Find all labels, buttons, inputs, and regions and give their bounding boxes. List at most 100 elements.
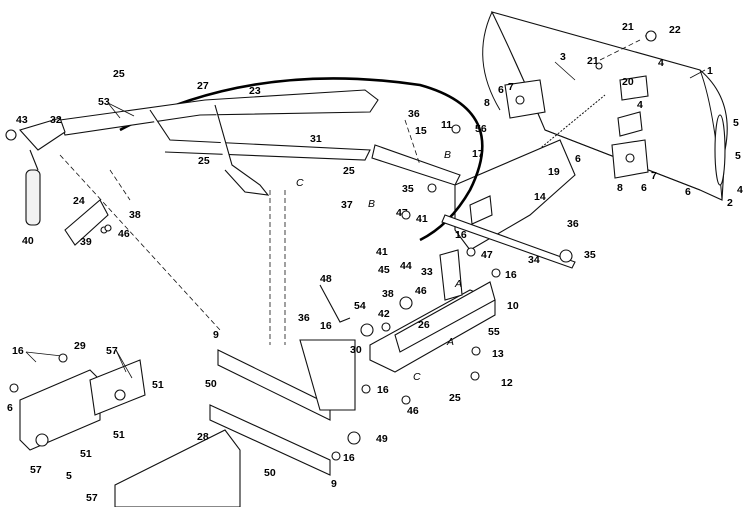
callout-46: 46: [407, 405, 419, 417]
callout-22: 22: [669, 24, 681, 36]
frame-bars: [114, 339, 356, 507]
callout-8: 8: [484, 97, 490, 109]
callout-17: 17: [472, 148, 484, 160]
reference-letter-b: B: [444, 149, 451, 161]
callout-7: 7: [651, 170, 657, 182]
callout-21: 21: [622, 21, 634, 33]
callout-28: 28: [197, 431, 209, 443]
callout-29: 29: [74, 340, 86, 352]
callout-45: 45: [378, 264, 390, 276]
callout-47: 47: [481, 249, 493, 261]
callout-6: 6: [7, 402, 13, 414]
callout-3: 3: [560, 51, 566, 63]
callout-13: 13: [492, 348, 504, 360]
callout-16: 16: [320, 320, 332, 332]
callout-38: 38: [382, 288, 394, 300]
callout-8: 8: [617, 182, 623, 194]
callout-25: 25: [113, 68, 125, 80]
callout-38: 38: [129, 209, 141, 221]
callout-31: 31: [310, 133, 322, 145]
callout-14: 14: [534, 191, 546, 203]
callout-4: 4: [737, 184, 743, 196]
reference-letter-c: C: [296, 177, 304, 189]
callout-21: 21: [587, 55, 599, 67]
callout-5: 5: [66, 470, 72, 482]
callout-5: 5: [733, 117, 739, 129]
callout-39: 39: [80, 236, 92, 248]
callout-35: 35: [402, 183, 414, 195]
push-frame: [369, 249, 496, 373]
callout-25: 25: [449, 392, 461, 404]
callout-51: 51: [80, 448, 92, 460]
callout-1: 1: [707, 65, 713, 77]
pivot-bracket: [454, 139, 576, 251]
assembly-leader-lines: [59, 39, 641, 345]
callout-51: 51: [113, 429, 125, 441]
callout-36: 36: [408, 108, 420, 120]
callout-6: 6: [641, 182, 647, 194]
callout-16: 16: [377, 384, 389, 396]
callout-5: 5: [735, 150, 741, 162]
reference-letter-a: A: [454, 278, 462, 290]
callout-16: 16: [343, 452, 355, 464]
callout-57: 57: [30, 464, 42, 476]
callout-9: 9: [213, 329, 219, 341]
callout-50: 50: [205, 378, 217, 390]
callout-26: 26: [418, 319, 430, 331]
callout-41: 41: [376, 246, 388, 258]
callout-41: 41: [416, 213, 428, 225]
callout-35: 35: [584, 249, 596, 261]
callout-9: 9: [331, 478, 337, 490]
callout-56: 56: [475, 123, 487, 135]
callout-15: 15: [415, 125, 427, 137]
callout-33: 33: [421, 266, 433, 278]
callout-27: 27: [197, 80, 209, 92]
callout-11: 11: [441, 119, 452, 131]
callout-10: 10: [507, 300, 519, 312]
reference-letter-b: B: [368, 198, 375, 210]
blade-shoe-brackets: [504, 75, 649, 179]
callout-49: 49: [376, 433, 388, 445]
reference-letter-a: A: [446, 336, 454, 348]
callout-4: 4: [637, 99, 643, 111]
callout-44: 44: [400, 260, 412, 272]
callout-6: 6: [575, 153, 581, 165]
callout-43: 43: [16, 114, 28, 126]
callout-6: 6: [685, 186, 691, 198]
callout-16: 16: [12, 345, 24, 357]
callout-30: 30: [350, 344, 362, 356]
callout-57: 57: [106, 345, 118, 357]
callout-25: 25: [198, 155, 210, 167]
callout-42: 42: [378, 308, 390, 320]
callout-48: 48: [320, 273, 332, 285]
lift-rods: [19, 77, 576, 323]
callout-46: 46: [415, 285, 427, 297]
callout-57: 57: [86, 492, 98, 504]
callout-32: 32: [50, 114, 62, 126]
callout-55: 55: [488, 326, 500, 338]
hitch-plates: [19, 359, 146, 451]
callout-12: 12: [501, 377, 513, 389]
callout-36: 36: [298, 312, 310, 324]
callout-34: 34: [528, 254, 540, 266]
reference-letter-c: C: [413, 371, 421, 383]
callout-23: 23: [249, 85, 261, 97]
callout-53: 53: [98, 96, 110, 108]
callout-16: 16: [505, 269, 517, 281]
callout-labels: 1 2 3 4 4 4 5 5 5 6 6 6 6 6 7 7 8 8 9 9 …: [7, 21, 743, 504]
callout-20: 20: [622, 76, 634, 88]
callout-37: 37: [341, 199, 353, 211]
callout-16: 16: [455, 229, 467, 241]
callout-19: 19: [548, 166, 560, 178]
callout-25: 25: [343, 165, 355, 177]
callout-50: 50: [264, 467, 276, 479]
callout-7: 7: [508, 81, 514, 93]
callout-6: 6: [498, 84, 504, 96]
callout-4: 4: [658, 57, 664, 69]
callout-2: 2: [727, 197, 733, 209]
callout-46: 46: [118, 228, 130, 240]
callout-54: 54: [354, 300, 366, 312]
callout-40: 40: [22, 235, 34, 247]
callout-36: 36: [567, 218, 579, 230]
